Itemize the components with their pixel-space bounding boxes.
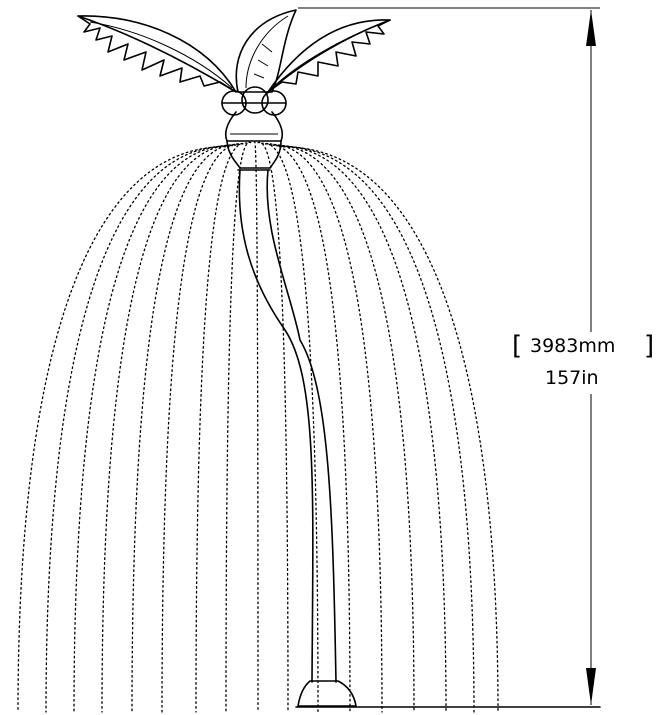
- spray-arc: [101, 144, 237, 713]
- spray-arc: [279, 145, 475, 713]
- arrowhead-down: [586, 668, 596, 705]
- left-palm-frond: [77, 15, 237, 93]
- spray-arc: [73, 144, 234, 713]
- spray-arc: [131, 143, 241, 713]
- water-spray-arcs: [17, 141, 499, 713]
- dimension-metric: 3983mm: [530, 335, 615, 357]
- coconut-cluster: [221, 86, 287, 116]
- spray-arc: [161, 143, 244, 713]
- center-palm-frond: [235, 9, 297, 93]
- spray-arc: [257, 141, 289, 713]
- bracket-open: [: [512, 331, 522, 361]
- height-dimension: [ 3983mm ] 157in: [298, 7, 654, 705]
- spray-arc: [195, 142, 248, 713]
- bracket-close: ]: [644, 331, 654, 361]
- fountain-base: [295, 680, 601, 708]
- palm-trunk: [238, 169, 337, 683]
- spray-arc: [282, 146, 499, 713]
- spray-arc: [225, 141, 252, 713]
- spray-arc: [272, 144, 415, 713]
- spray-arc: [276, 145, 447, 713]
- fountain-nozzle-head: [224, 111, 284, 171]
- right-palm-frond: [267, 19, 391, 93]
- spray-arc: [253, 141, 259, 713]
- spray-arc: [45, 145, 230, 713]
- spray-arc: [261, 142, 319, 713]
- spray-arc: [17, 146, 227, 713]
- spray-arc: [268, 143, 383, 713]
- dimension-imperial: 157in: [545, 367, 599, 389]
- arrowhead-up: [586, 10, 596, 46]
